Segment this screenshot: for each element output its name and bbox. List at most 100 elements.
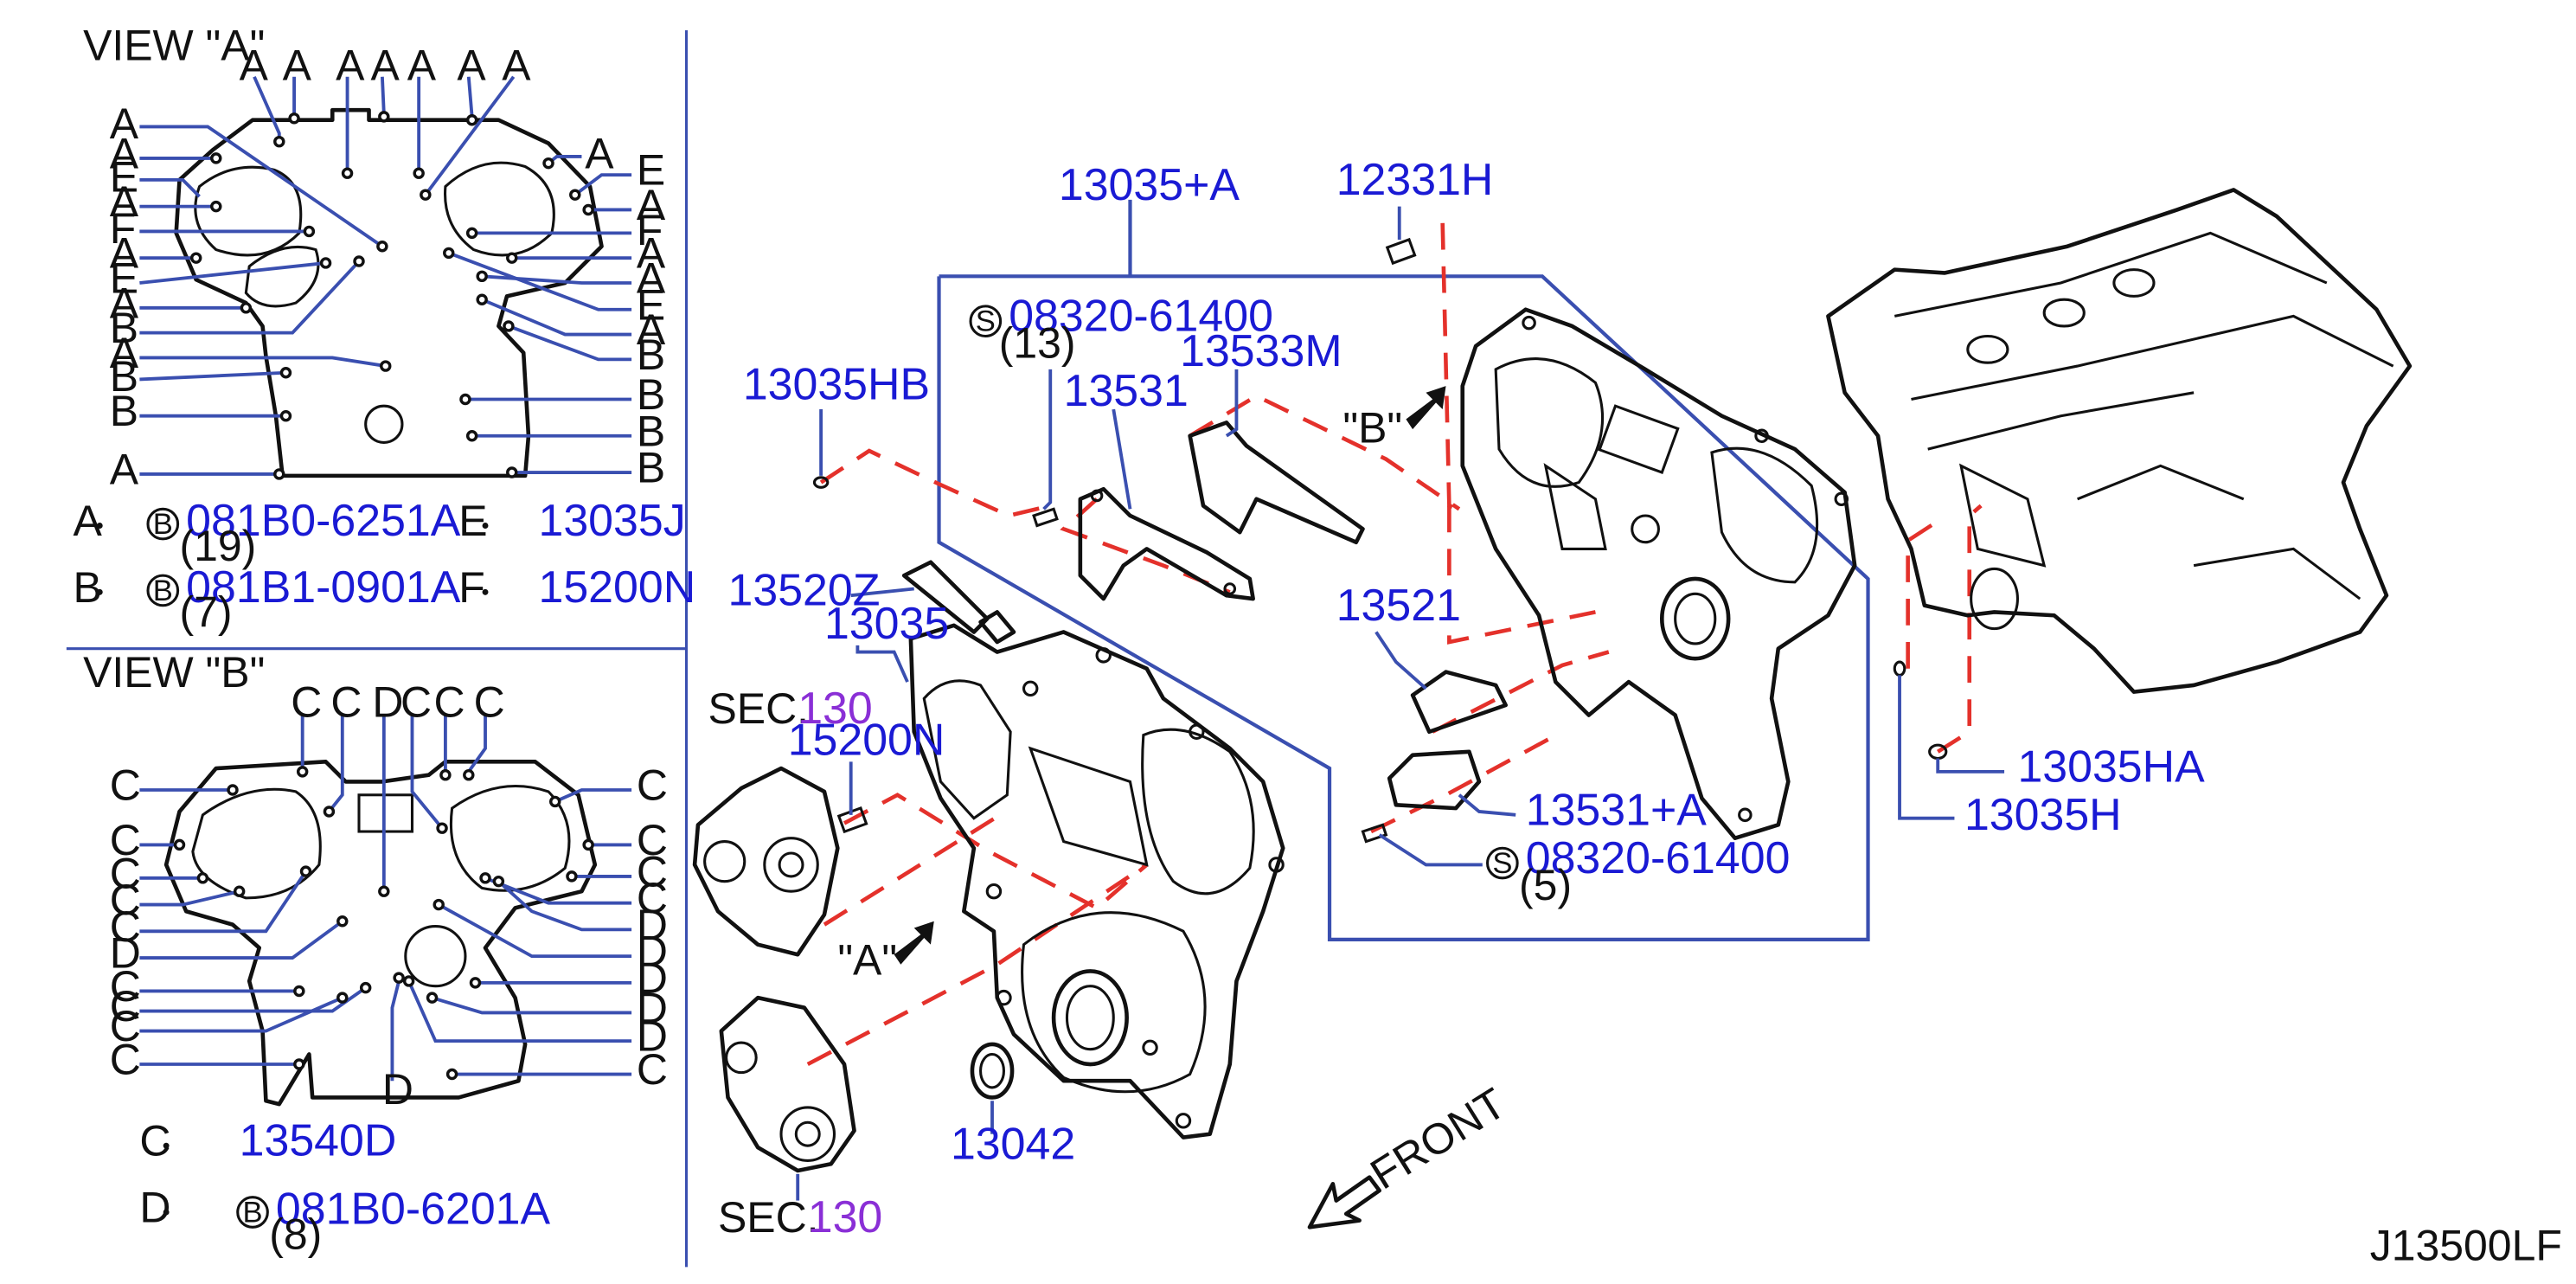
svg-text:A: A: [637, 254, 666, 303]
front-arrow-icon: [1307, 1175, 1381, 1229]
svg-text:D: D: [637, 984, 668, 1032]
svg-text:(19): (19): [179, 522, 256, 570]
svg-text:B: B: [110, 304, 138, 352]
label-13035H: 13035H: [1964, 789, 2122, 839]
svg-text:B: B: [110, 387, 138, 435]
svg-text:15200N: 15200N: [538, 562, 695, 612]
view-b-letter-bottom: D: [382, 1065, 413, 1114]
front-label: FRONT: [1362, 1079, 1515, 1199]
view-b-title: VIEW "B": [83, 648, 265, 697]
svg-text:F: F: [458, 563, 485, 612]
alignment-dashes: [806, 222, 1983, 1067]
label-13035A: 13035+A: [1059, 159, 1240, 209]
svg-text:A: A: [637, 181, 666, 229]
svg-text:B: B: [637, 444, 665, 492]
svg-text:F: F: [637, 206, 663, 254]
oil-seal: [970, 1042, 1015, 1100]
view-b-cover-outline: [163, 760, 598, 1107]
svg-text:C: C: [110, 876, 141, 924]
svg-text:C: C: [291, 677, 322, 726]
svg-text:E: E: [637, 280, 665, 329]
svg-text:D: D: [372, 677, 403, 726]
svg-text:A: A: [336, 42, 365, 90]
svg-text:A: A: [110, 177, 139, 226]
svg-text:D: D: [637, 953, 668, 1002]
svg-text:C: C: [110, 816, 141, 864]
svg-text:D: D: [139, 1184, 170, 1232]
svg-text:081B0-6251A: 081B0-6251A: [186, 495, 461, 545]
svg-text:C: C: [110, 849, 141, 897]
inset-frame: [937, 199, 1870, 942]
svg-text:C: C: [400, 677, 432, 726]
svg-text:B: B: [637, 370, 665, 419]
label-13035: 13035: [824, 598, 949, 648]
view-b-legend: C 13540D D B 081B0-6201A (8): [139, 1115, 550, 1259]
svg-text:C: C: [433, 677, 465, 726]
svg-text:S: S: [976, 305, 996, 338]
view-a-title: VIEW "A": [83, 22, 265, 70]
label-view-a-ref: "A": [837, 935, 897, 984]
svg-text:C: C: [637, 816, 668, 864]
lower-gaskets: [1387, 670, 1508, 811]
view-a-letters-top: A A A A A A A: [240, 42, 532, 90]
label-13531A: 13531+A: [1526, 784, 1707, 834]
liquid-gasket-tube: [901, 560, 1016, 645]
svg-text:A: A: [110, 100, 139, 148]
svg-text:C: C: [474, 677, 505, 726]
view-b-letters-top: C C D C C C: [291, 677, 504, 726]
svg-text:A: A: [110, 229, 139, 278]
svg-text:130: 130: [798, 683, 873, 733]
svg-text:A: A: [637, 305, 666, 354]
svg-text:A: A: [502, 42, 531, 90]
view-b-letters-right: C C C C D D D D D C: [637, 761, 668, 1095]
view-b-leaders: [139, 715, 632, 1082]
svg-text:A: A: [283, 42, 312, 90]
svg-text:A: A: [110, 129, 139, 177]
view-a-leaders: [139, 75, 632, 476]
water-pump-lower: [719, 995, 856, 1173]
svg-text:C: C: [110, 1036, 141, 1084]
svg-text:B: B: [243, 1197, 263, 1229]
svg-text:C: C: [110, 761, 141, 810]
label-13035HA: 13035HA: [2017, 741, 2205, 791]
svg-text:F: F: [110, 204, 137, 253]
svg-text:130: 130: [808, 1191, 883, 1242]
svg-text:(8): (8): [269, 1210, 322, 1258]
svg-text:A: A: [110, 445, 139, 493]
label-screw-top: 08320-61400: [1009, 291, 1273, 341]
svg-text:C: C: [110, 962, 141, 1011]
svg-text:A: A: [240, 42, 269, 90]
svg-text:SEC.: SEC.: [708, 684, 809, 733]
svg-text:C: C: [139, 1117, 170, 1165]
svg-text:B: B: [637, 407, 665, 455]
label-13520Z: 13520Z: [728, 565, 881, 615]
svg-text:(13): (13): [999, 318, 1076, 367]
callout-labels: 13035+A 12331H S 08320-61400 (13) 13533M…: [708, 154, 2205, 1242]
svg-text:S: S: [1492, 847, 1512, 880]
svg-text:081B1-0901A: 081B1-0901A: [186, 562, 461, 612]
label-13042: 13042: [951, 1119, 1075, 1169]
label-15200N: 15200N: [788, 715, 945, 765]
svg-text:A: A: [74, 497, 103, 545]
svg-text:E: E: [110, 152, 138, 201]
arrow-b-icon: [1406, 386, 1446, 430]
water-pump-upper: [692, 766, 840, 957]
svg-text:D: D: [637, 928, 668, 976]
label-13533M: 13533M: [1180, 325, 1342, 376]
svg-text:A: A: [407, 42, 437, 90]
svg-text:(5): (5): [1519, 861, 1572, 909]
svg-text:13540D: 13540D: [240, 1115, 397, 1165]
svg-text:B: B: [153, 508, 173, 541]
svg-text:A: A: [585, 129, 614, 177]
view-direction-arrows: [894, 386, 1446, 965]
svg-text:081B0-6201A: 081B0-6201A: [276, 1183, 551, 1233]
svg-text:C: C: [110, 902, 141, 951]
svg-text:(7): (7): [179, 588, 232, 637]
svg-text:E: E: [110, 254, 138, 303]
svg-text:A: A: [110, 279, 139, 327]
svg-text:E: E: [637, 146, 665, 195]
label-13035HB: 13035HB: [743, 358, 930, 408]
svg-text:C: C: [637, 874, 668, 922]
view-b-bolt-holes: [173, 766, 594, 1081]
rear-chain-case: [1460, 307, 1857, 841]
